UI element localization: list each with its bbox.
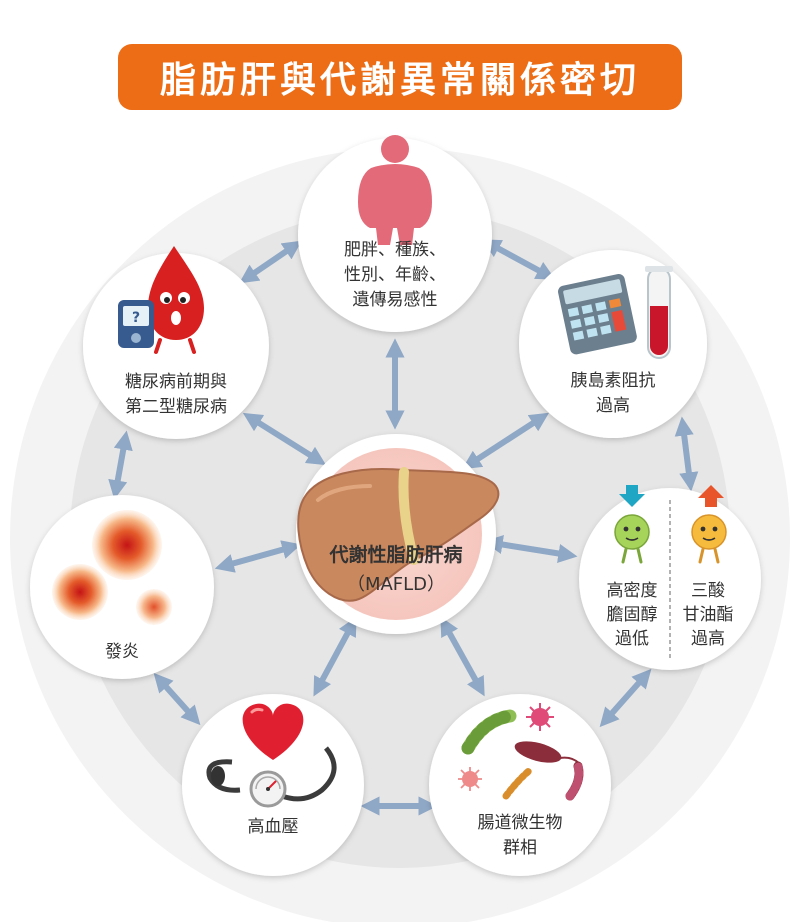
inflammation-label: 發炎	[105, 642, 139, 662]
glucometer-display: ?	[132, 310, 140, 326]
arrow-inflammation-bp	[153, 672, 201, 726]
arrow-obesity-insulin	[481, 239, 556, 280]
arrow-up-icon	[698, 485, 724, 507]
bp-label: 高血壓	[248, 817, 299, 837]
node-obesity: 肥胖、種族、 性別、年齡、 遺傳易感性	[298, 135, 492, 332]
diabetes-label-line1: 糖尿病前期與	[125, 372, 227, 392]
lipids-right-line3: 過高	[691, 629, 725, 649]
page-title: 脂肪肝與代謝異常關係密切	[159, 60, 640, 101]
lipids-left-line3: 過低	[615, 629, 649, 649]
inflammation-spots-icon	[52, 510, 172, 625]
blood-drop-glucometer-icon: ?	[118, 246, 204, 354]
lipids-left-line2: 膽固醇	[607, 605, 658, 625]
node-bp: 高血壓	[182, 694, 364, 876]
calculator-test-tube-icon	[558, 266, 673, 359]
gut-label-line2: 群相	[503, 838, 537, 858]
node-obesity-circle	[298, 138, 492, 332]
node-diabetes: ? 糖尿病前期與 第二型糖尿病	[83, 246, 269, 439]
node-insulin: 胰島素阻抗 過高	[519, 250, 707, 438]
lipids-left-line1: 高密度	[607, 581, 658, 601]
arrow-center-bp	[313, 616, 357, 697]
lipids-right-line1: 三酸	[691, 581, 725, 601]
arrow-center-diabetes	[242, 412, 327, 466]
arrow-center-lipids	[483, 535, 578, 563]
diabetes-label-line2: 第二型糖尿病	[125, 397, 227, 417]
node-inflammation-circle	[30, 495, 214, 679]
obesity-label-line1: 肥胖、種族、	[344, 240, 446, 260]
node-diabetes-circle	[83, 253, 269, 439]
cholesterol-characters-icon	[614, 485, 727, 564]
arrow-obesity-diabetes	[239, 240, 302, 284]
node-inflammation: 發炎	[30, 495, 214, 679]
center-label-line1: 代謝性脂肪肝病	[328, 543, 462, 566]
arrow-down-icon	[619, 485, 645, 507]
insulin-label-line2: 過高	[596, 396, 630, 416]
lipids-right-line2: 甘油酯	[683, 605, 734, 625]
node-gut: 腸道微生物 群相	[429, 694, 611, 876]
body-silhouette-icon	[358, 135, 432, 245]
obesity-label-line3: 遺傳易感性	[353, 290, 438, 310]
liver-icon	[297, 467, 500, 602]
obesity-label-line2: 性別、年齡、	[344, 265, 446, 285]
insulin-label-line1: 胰島素阻抗	[571, 371, 656, 391]
arrow-insulin-lipids	[674, 416, 699, 492]
node-center: 代謝性脂肪肝病 （MAFLD）	[296, 434, 500, 634]
node-lipids: 高密度 膽固醇 過低 三酸 甘油酯 過高	[579, 485, 761, 670]
arrow-center-inflammation	[214, 540, 302, 573]
center-label-line2: （MAFLD）	[347, 574, 445, 595]
arrows	[108, 239, 699, 816]
gut-label-line1: 腸道微生物	[478, 813, 563, 833]
arrow-center-insulin	[461, 412, 550, 470]
arrow-center-gut	[440, 616, 485, 697]
arrow-diabetes-inflammation	[108, 430, 133, 500]
bacteria-icon	[458, 703, 584, 801]
heart-gauge-icon	[206, 703, 337, 808]
title-banner: 脂肪肝與代謝異常關係密切	[118, 44, 682, 110]
arrow-lipids-gut	[599, 668, 652, 728]
